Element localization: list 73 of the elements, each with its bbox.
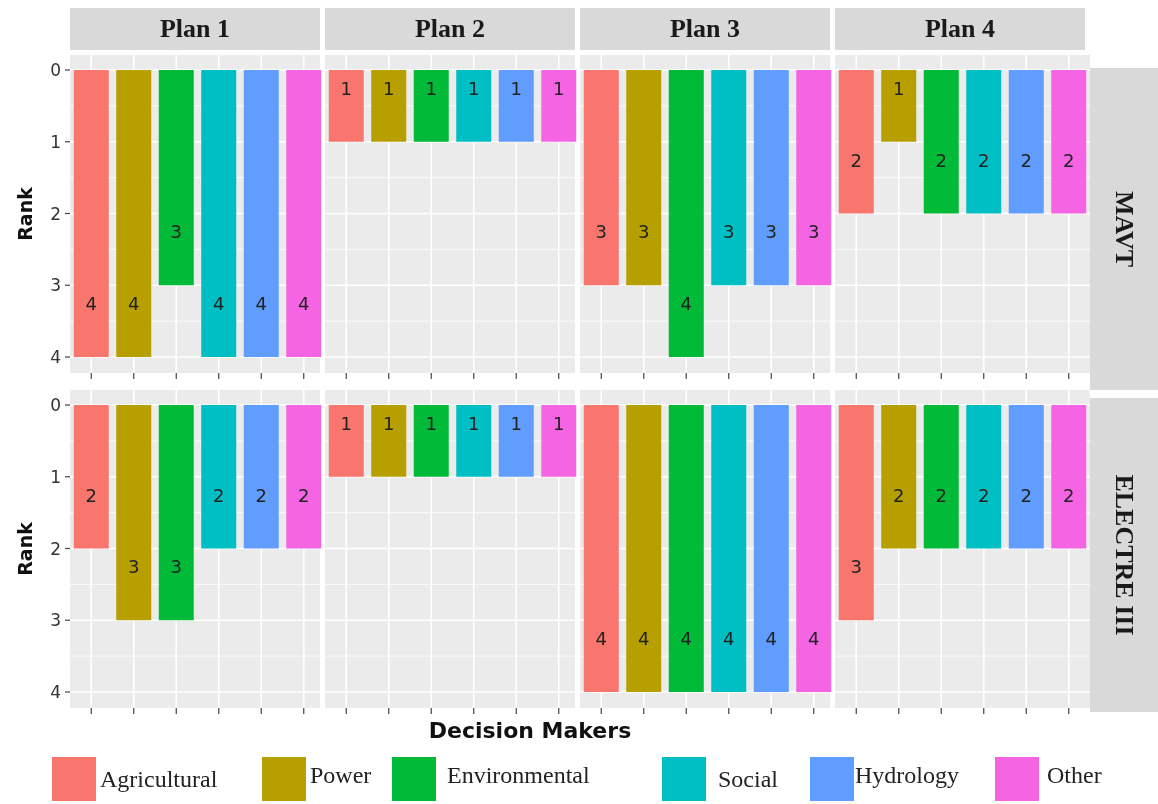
data-label: 3: [723, 221, 735, 243]
data-label: 2: [1063, 484, 1075, 506]
data-label: 1: [510, 412, 522, 434]
legend-label: Environmental: [447, 762, 590, 789]
data-label: 2: [893, 484, 905, 506]
data-label: 3: [850, 556, 862, 578]
data-label: 4: [595, 628, 607, 650]
axis-title: Rank: [14, 522, 36, 576]
facet-label: Plan 3: [669, 14, 741, 44]
data-label: 3: [170, 556, 182, 578]
facet-label: Plan 4: [924, 14, 996, 44]
tick-label: 3: [50, 275, 61, 296]
legend-label: Social: [718, 766, 778, 793]
data-label: 2: [85, 484, 97, 506]
facet-label: ELECTRE III: [1109, 474, 1139, 636]
facet-label: Plan 2: [414, 14, 486, 44]
data-label: 2: [935, 484, 947, 506]
data-label: 2: [1020, 149, 1032, 171]
data-label: 3: [765, 221, 777, 243]
facet-label: MAVT: [1109, 190, 1139, 268]
data-label: 2: [1063, 149, 1075, 171]
tick-label: 3: [50, 610, 61, 631]
data-label: 1: [510, 77, 522, 99]
data-label: 4: [213, 293, 225, 315]
tick-label: 0: [50, 395, 61, 415]
data-label: 4: [255, 293, 267, 315]
data-label: 1: [468, 77, 480, 99]
data-label: 4: [638, 628, 650, 650]
data-label: 3: [808, 221, 820, 243]
data-label: 1: [425, 412, 437, 434]
data-label: 4: [680, 628, 692, 650]
legend-label: Other: [1047, 762, 1102, 789]
data-label: 2: [298, 484, 310, 506]
legend-label: Power: [310, 762, 372, 789]
data-label: 2: [255, 484, 267, 506]
data-label: 1: [340, 77, 352, 99]
data-label: 4: [128, 293, 140, 315]
data-label: 4: [808, 628, 820, 650]
data-label: 4: [765, 628, 777, 650]
legend-label: Agricultural: [100, 766, 218, 793]
data-label: 4: [680, 293, 692, 315]
tick-label: 1: [50, 466, 61, 487]
tick-label: 2: [50, 538, 61, 559]
data-label: 1: [553, 77, 565, 99]
data-label: 3: [638, 221, 650, 243]
data-label: 2: [1020, 484, 1032, 506]
tick-label: 4: [50, 347, 61, 367]
data-label: 4: [298, 293, 310, 315]
data-label: 2: [935, 149, 947, 171]
axis-title: Decision Makers: [427, 718, 633, 743]
data-label: 4: [85, 293, 97, 315]
data-label: 2: [978, 149, 990, 171]
data-label: 2: [850, 149, 862, 171]
tick-label: 4: [50, 682, 61, 702]
data-label: 3: [170, 221, 182, 243]
data-label: 3: [595, 221, 607, 243]
data-label: 1: [893, 77, 905, 99]
data-label: 3: [128, 556, 140, 578]
data-label: 1: [340, 412, 352, 434]
legend-label: Hydrology: [855, 762, 959, 789]
data-label: 2: [213, 484, 225, 506]
tick-label: 1: [50, 131, 61, 152]
data-label: 1: [383, 77, 395, 99]
data-label: 1: [425, 77, 437, 99]
data-label: 2: [978, 484, 990, 506]
facet-label: Plan 1: [159, 14, 231, 44]
tick-label: 2: [50, 203, 61, 224]
data-label: 4: [723, 628, 735, 650]
data-label: 1: [383, 412, 395, 434]
data-label: 1: [553, 412, 565, 434]
tick-label: 0: [50, 60, 61, 80]
axis-title: Rank: [14, 187, 36, 241]
data-label: 1: [468, 412, 480, 434]
